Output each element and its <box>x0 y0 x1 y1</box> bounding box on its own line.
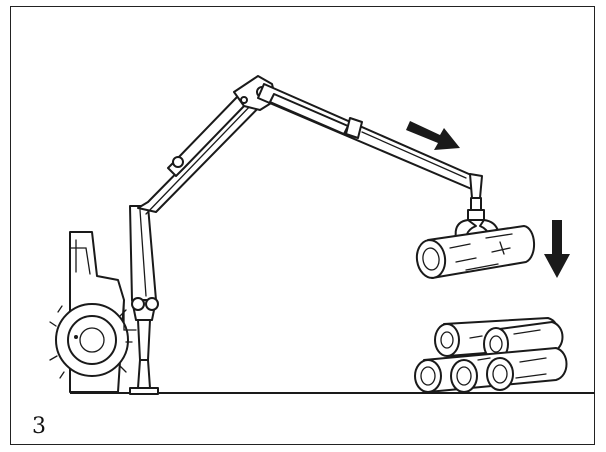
main-boom <box>138 76 276 214</box>
log-pile <box>415 318 567 392</box>
suspended-log <box>414 226 534 280</box>
arrow-right-icon <box>406 121 460 150</box>
arrow-down-icon <box>544 220 570 278</box>
figure-number: 3 <box>32 416 46 438</box>
crane-pillar <box>124 206 158 394</box>
tractor <box>50 232 132 392</box>
